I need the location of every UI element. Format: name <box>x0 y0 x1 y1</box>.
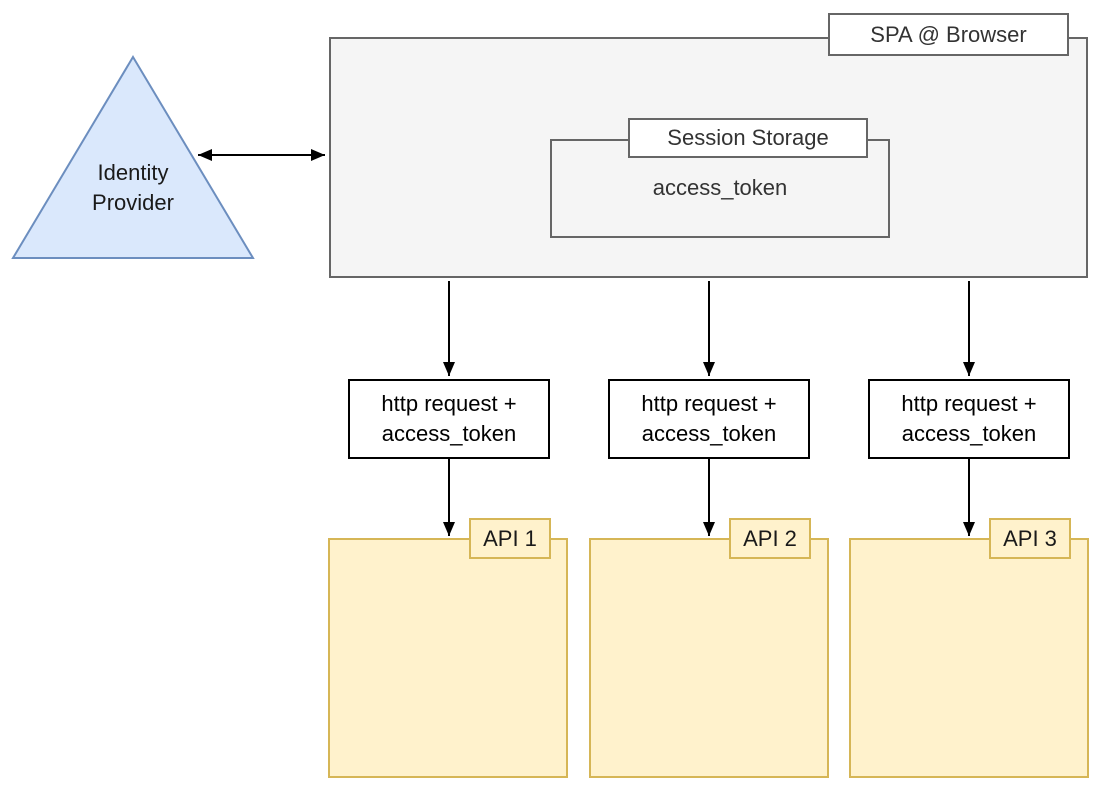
api-title-1: API 1 <box>469 518 551 559</box>
identity-provider-label-line2: Provider <box>92 190 174 215</box>
http-request-3-line1: http request + <box>901 391 1037 416</box>
spa-browser-title: SPA @ Browser <box>828 13 1069 56</box>
http-request-3-line2: access_token <box>901 421 1037 446</box>
access-token-text: access_token <box>652 175 788 200</box>
http-request-box-2: http request + access_token <box>608 379 810 459</box>
http-request-1-line1: http request + <box>381 391 517 416</box>
http-request-box-3: http request + access_token <box>868 379 1070 459</box>
api-title-3: API 3 <box>989 518 1071 559</box>
http-request-2-line1: http request + <box>641 391 777 416</box>
api-box-3 <box>849 538 1089 778</box>
session-storage-title: Session Storage <box>628 118 868 158</box>
http-request-2-line2: access_token <box>641 421 777 446</box>
api-box-2 <box>589 538 829 778</box>
api-box-1 <box>328 538 568 778</box>
identity-provider-label: Identity Provider <box>53 158 213 218</box>
identity-provider-label-line1: Identity <box>97 160 169 185</box>
api-title-2: API 2 <box>729 518 811 559</box>
identity-provider-triangle <box>11 55 255 259</box>
http-request-box-1: http request + access_token <box>348 379 550 459</box>
http-request-1-line2: access_token <box>381 421 517 446</box>
